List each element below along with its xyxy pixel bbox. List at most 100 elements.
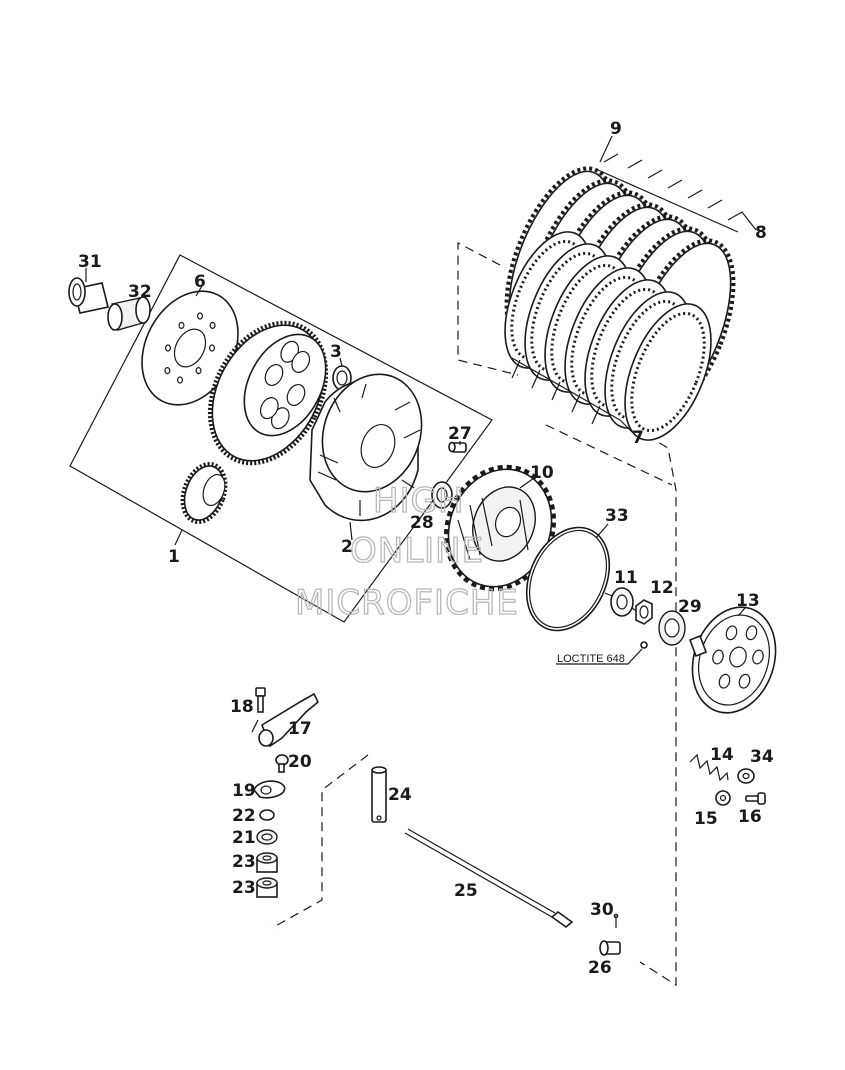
lever-group-dashed-frame <box>271 754 369 929</box>
primary-gear[interactable] <box>187 303 348 483</box>
part-23-bearing-upper[interactable] <box>256 852 278 873</box>
disc-pack-dashed-frame <box>457 242 519 376</box>
callout-18: 18 <box>230 697 254 717</box>
leader-7 <box>619 419 633 433</box>
watermark: HIGH ONLINE MICROFICHE <box>294 480 519 623</box>
part-21-seal[interactable] <box>256 829 278 845</box>
callout-32: 32 <box>128 282 152 302</box>
callout-31: 31 <box>78 252 102 272</box>
callout-19: 19 <box>232 781 256 801</box>
disc-bolt-hole <box>209 344 216 352</box>
callout-21: 21 <box>232 828 256 848</box>
callout-labels: 31 32 6 3 1 2 27 28 10 33 11 12 29 13 LO… <box>78 119 774 978</box>
steel-disc-inner-teeth <box>630 311 706 433</box>
disc-bolt-hole <box>197 312 204 320</box>
callout-2: 2 <box>341 537 353 557</box>
disc-bolt-hole <box>178 321 185 329</box>
part-16-screw[interactable] <box>745 792 766 805</box>
part-18-bolt[interactable] <box>255 687 266 713</box>
plate-center-hole <box>729 646 747 668</box>
plate-hole <box>712 649 724 665</box>
part-29-bearing[interactable] <box>658 610 686 646</box>
part-31-bushing[interactable] <box>68 277 109 314</box>
callout-20: 20 <box>288 752 312 772</box>
disc-pack-bracket-bottom <box>511 357 621 425</box>
part-25-push-rod[interactable] <box>404 828 574 929</box>
callout-12: 12 <box>650 578 674 598</box>
gear-hole <box>291 350 311 373</box>
disc-bolt-hole <box>164 367 171 375</box>
part-24-shaft[interactable] <box>371 766 387 823</box>
disc-bolt-holes <box>164 312 216 384</box>
callout-3: 3 <box>330 342 342 362</box>
part-28-thrust-washer[interactable] <box>431 481 453 509</box>
callout-30: 30 <box>590 900 614 920</box>
loctite-leader <box>556 648 643 665</box>
part-6-thrust-disc[interactable] <box>123 274 257 421</box>
plate-hole <box>725 625 738 641</box>
part-26-bush[interactable] <box>599 940 621 956</box>
disc-bolt-hole <box>165 344 172 352</box>
disc-bolt-hole <box>177 376 184 384</box>
part-11-lock-washer[interactable] <box>604 587 639 617</box>
part-14-spring[interactable] <box>689 753 729 782</box>
clutch-disc-pack[interactable] <box>485 154 756 452</box>
part-19-plate[interactable] <box>253 780 286 799</box>
callout-25: 25 <box>454 881 478 901</box>
gear-hole <box>264 363 284 387</box>
part-30-pin[interactable] <box>613 913 619 929</box>
callout-11: 11 <box>614 568 638 588</box>
part-23-bearing-lower[interactable] <box>256 877 278 898</box>
part-2-clutch-basket[interactable] <box>306 360 437 522</box>
part-15-washer[interactable] <box>715 790 731 806</box>
part-22-o-ring[interactable] <box>259 809 275 821</box>
leader-9 <box>599 135 613 163</box>
part-27-pin[interactable] <box>448 441 467 453</box>
disc-bolt-hole <box>195 367 202 375</box>
leader-lines <box>85 268 746 733</box>
callout-28: 28 <box>410 513 434 533</box>
part-17-clutch-lever[interactable] <box>258 692 319 748</box>
gear-hole <box>259 397 279 420</box>
outer-dashed-frame <box>607 411 677 987</box>
callout-15: 15 <box>694 809 718 829</box>
callout-34: 34 <box>750 747 774 767</box>
part-12-nut[interactable] <box>635 599 653 625</box>
part-32-needle-bearing[interactable] <box>107 296 151 331</box>
plate-hole <box>738 673 751 689</box>
part-34-washer[interactable] <box>737 768 755 784</box>
callout-10: 10 <box>530 463 554 483</box>
callout-16: 16 <box>738 807 762 827</box>
callout-24: 24 <box>388 785 412 805</box>
callout-1: 1 <box>168 547 180 567</box>
callout-9: 9 <box>610 119 622 139</box>
callout-14: 14 <box>710 745 734 765</box>
steel-disc <box>624 303 712 441</box>
callout-13: 13 <box>736 591 760 611</box>
part-33-o-ring[interactable] <box>511 514 626 644</box>
watermark-line-2: ONLINE <box>350 531 484 571</box>
part-33-o-ring-inner <box>529 529 607 629</box>
callout-29: 29 <box>678 597 702 617</box>
pressure-plate-holes <box>712 625 764 689</box>
part-1-drive-gear[interactable] <box>175 458 233 528</box>
plate-hole <box>745 625 758 641</box>
callout-22: 22 <box>232 806 256 826</box>
disc-pack-bracket-top <box>597 153 757 233</box>
callout-27: 27 <box>448 424 472 444</box>
primary-drive-group-frame <box>69 254 493 623</box>
callout-7: 7 <box>632 428 644 448</box>
disc-bolt-hole <box>209 321 216 329</box>
part-20-screw[interactable] <box>275 754 289 773</box>
callout-17: 17 <box>288 719 312 739</box>
watermark-line-3: MICROFICHE <box>295 583 519 623</box>
part-13-pressure-plate[interactable] <box>679 596 788 723</box>
callout-8: 8 <box>755 223 767 243</box>
callout-26: 26 <box>588 958 612 978</box>
loctite-note: LOCTITE 648 <box>557 653 625 665</box>
callout-23-upper: 23 <box>232 852 256 872</box>
callout-23-lower: 23 <box>232 878 256 898</box>
plate-hole <box>718 673 731 689</box>
watermark-line-1: HIGH <box>373 481 465 521</box>
